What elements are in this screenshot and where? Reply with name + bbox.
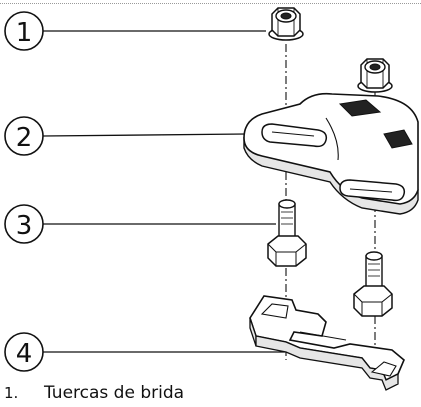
flange-nut-right [357,58,393,93]
callout-3-label: 3 [16,211,33,241]
callout-3: 3 [4,204,276,244]
callout-1: 1 [4,11,266,51]
callout-4: 4 [4,332,292,372]
callout-2-label: 2 [16,123,33,153]
callout-1-label: 1 [16,18,33,48]
top-dotted-rule [0,3,421,4]
callout-2: 2 [4,116,247,156]
callout-4-label: 4 [16,339,33,369]
caption: 1. Tuercas de brida [4,383,184,403]
flange-nut-left [268,7,304,41]
caption-number: 1. [4,384,19,402]
lower-bracket [249,295,405,391]
caption-text: Tuercas de brida [44,383,185,403]
t-bolt-right [353,251,393,317]
clamp-plate [243,92,419,215]
t-bolt-left [267,199,307,267]
